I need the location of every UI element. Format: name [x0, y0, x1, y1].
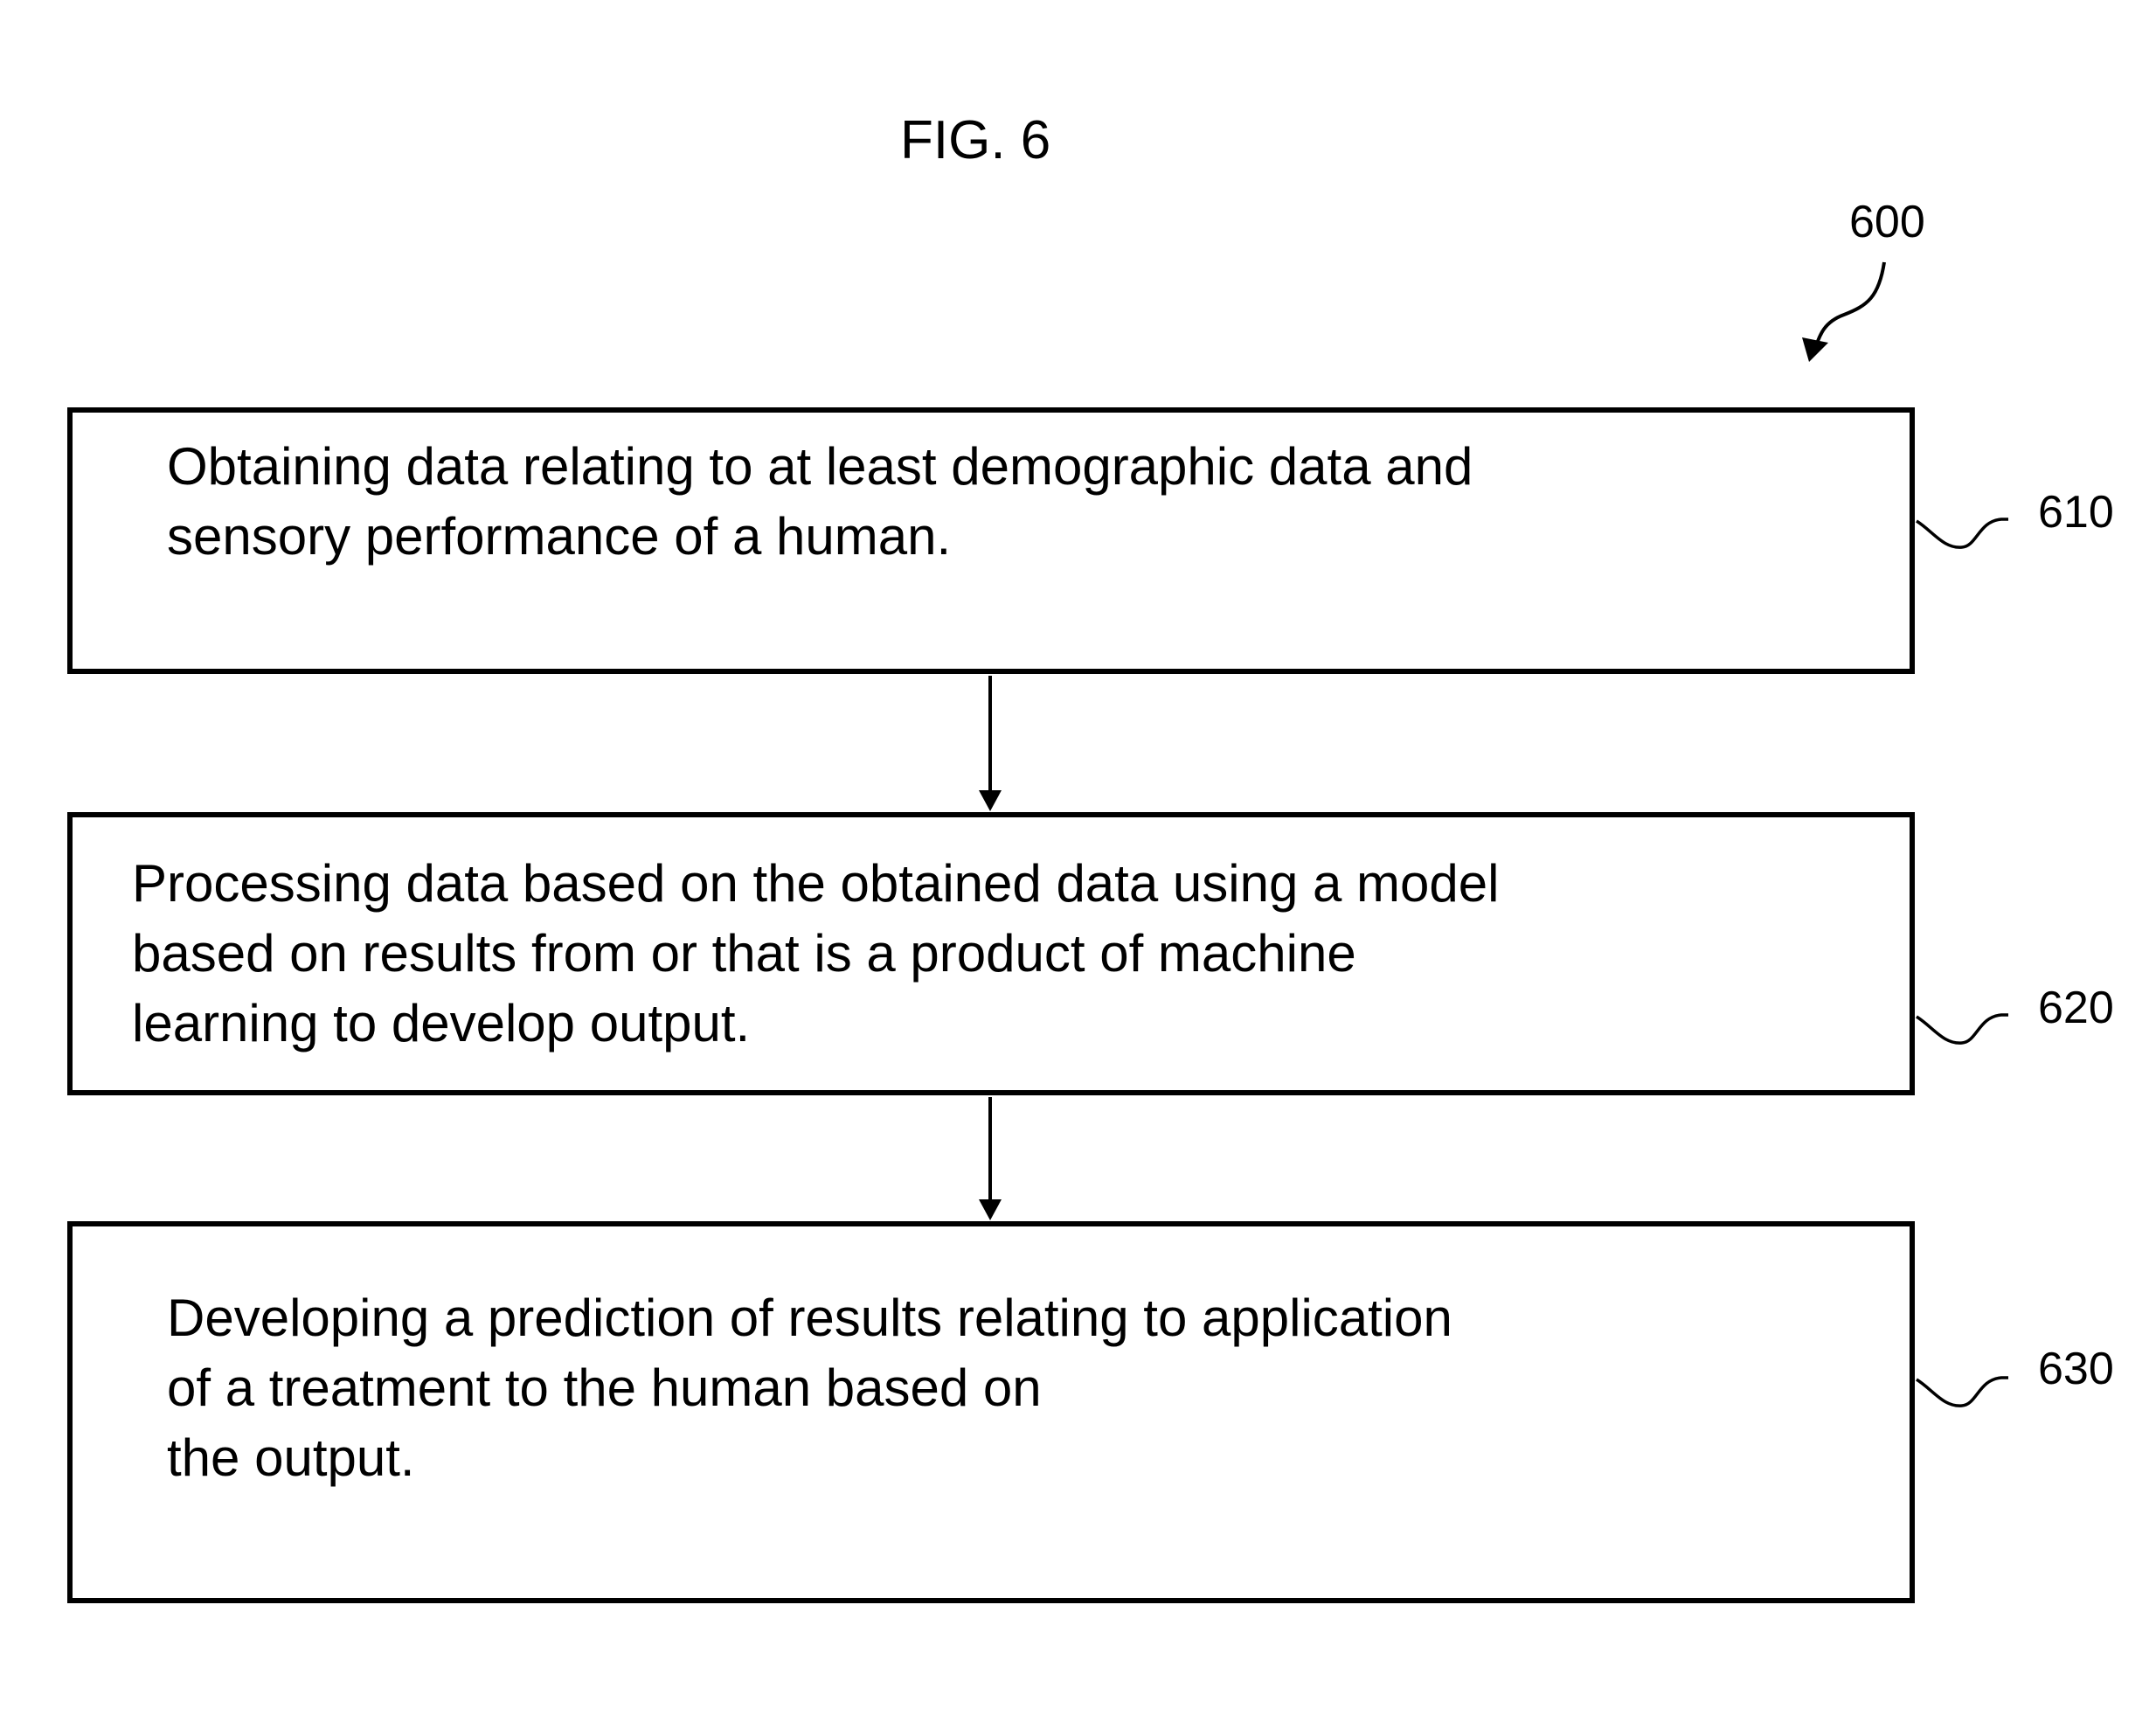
step-620-line-1: Processing data based on the obtained da… [132, 854, 1500, 913]
step-630-line-1: Developing a prediction of results relat… [167, 1289, 1452, 1347]
step-630-line-3: the output. [167, 1428, 415, 1487]
step-630-line-2: of a treatment to the human based on [167, 1358, 1042, 1417]
reference-630-leader-line [1916, 1376, 2008, 1407]
flow-arrowhead-610-to-620 [979, 790, 1002, 811]
step-text-620: Processing data based on the obtained da… [132, 849, 1499, 1059]
reference-610-leader-line [1916, 518, 2008, 549]
step-ref-620: 620 [2038, 983, 2114, 1033]
step-620-line-3: learning to develop output. [132, 994, 751, 1053]
reference-620-leader-line [1916, 1013, 2008, 1045]
step-text-610: Obtaining data relating to at least demo… [167, 432, 1473, 572]
flow-arrowhead-620-to-630 [979, 1199, 1002, 1220]
step-box-610: Obtaining data relating to at least demo… [67, 407, 1915, 674]
step-610-line-2: sensory performance of a human. [167, 507, 952, 566]
reference-600-leader-arrow [1813, 261, 1886, 352]
step-ref-610: 610 [2038, 487, 2114, 538]
figure-reference-number: 600 [1849, 197, 1925, 247]
step-620-line-2: based on results from or that is a produ… [132, 924, 1356, 983]
step-ref-630: 630 [2038, 1344, 2114, 1394]
step-610-line-1: Obtaining data relating to at least demo… [167, 437, 1473, 496]
step-text-630: Developing a prediction of results relat… [167, 1283, 1452, 1493]
reference-600-arrowhead [1802, 337, 1828, 362]
figure-title: FIG. 6 [900, 110, 1051, 170]
step-box-620: Processing data based on the obtained da… [67, 812, 1915, 1095]
step-box-630: Developing a prediction of results relat… [67, 1221, 1915, 1603]
